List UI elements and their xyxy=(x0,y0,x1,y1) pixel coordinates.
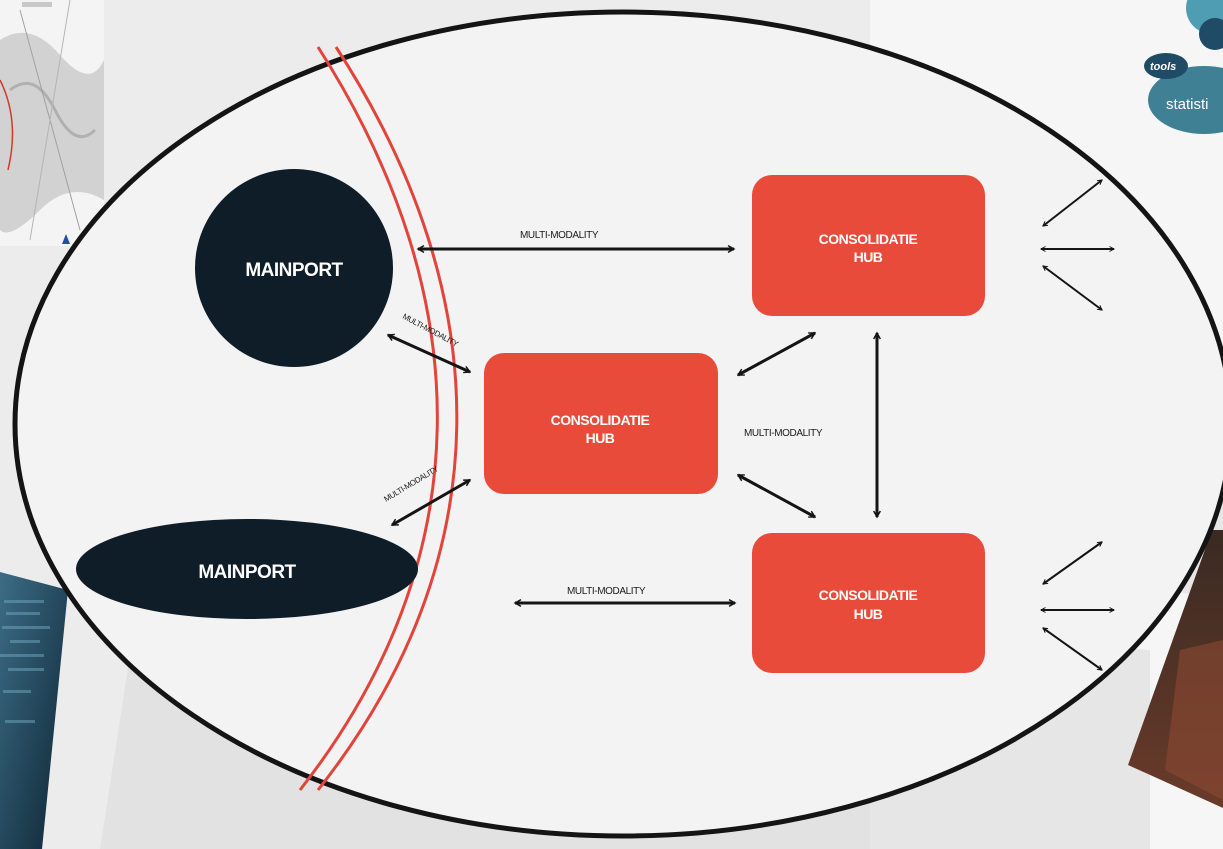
hub-label-line1: CONSOLIDATIE xyxy=(819,231,918,247)
map-fragment xyxy=(0,0,104,246)
bidirectional-arrow-icon xyxy=(1043,541,1102,585)
hub-label-line2: HUB xyxy=(586,430,615,446)
hub-label-line1: CONSOLIDATIE xyxy=(551,412,650,428)
edge-center-hub-to-top-hub xyxy=(738,331,815,377)
edge-label-center: MULTI-MODALITY xyxy=(744,428,823,439)
code-image-fragment xyxy=(0,572,68,849)
consolidatie-hub-center: CONSOLIDATIE HUB xyxy=(484,353,718,494)
edge-mainport-to-center-hub xyxy=(388,333,470,374)
edge-center-hub-to-bottom-hub xyxy=(738,473,815,519)
hub-label-line2: HUB xyxy=(854,249,883,265)
red-boundary-lines xyxy=(298,46,459,791)
consolidatie-hub-bottom: CONSOLIDATIE HUB xyxy=(752,533,985,673)
mainport-label: MAINPORT xyxy=(245,260,343,281)
outgoing-arrows-top xyxy=(1041,179,1114,311)
connectors xyxy=(388,249,877,603)
outgoing-arrows-bottom xyxy=(1041,541,1114,671)
edge-label-top: MULTI-MODALITY xyxy=(520,230,599,241)
consolidatie-hub-top: CONSOLIDATIE HUB xyxy=(752,175,985,316)
bidirectional-arrow-icon xyxy=(1043,265,1102,311)
bidirectional-arrow-icon xyxy=(1043,627,1102,671)
mainport-node-top: MAINPORT xyxy=(195,169,393,367)
tools-tag: tools xyxy=(1150,61,1176,73)
statistics-text: statisti xyxy=(1166,96,1209,113)
hub-label-line2: HUB xyxy=(854,606,883,622)
mainport-label: MAINPORT xyxy=(198,562,296,583)
bidirectional-arrow-icon xyxy=(1043,179,1102,227)
statistics-cloud-fragment: tools statisti xyxy=(1144,0,1223,134)
hub-label-line1: CONSOLIDATIE xyxy=(819,587,918,603)
map-marker-icon xyxy=(62,234,70,244)
edge-lower-mainport-to-center-hub xyxy=(392,478,470,527)
mainport-node-bottom: MAINPORT xyxy=(76,519,418,619)
edge-label-bottom: MULTI-MODALITY xyxy=(567,586,646,597)
room-photo-fragment xyxy=(1128,530,1223,808)
